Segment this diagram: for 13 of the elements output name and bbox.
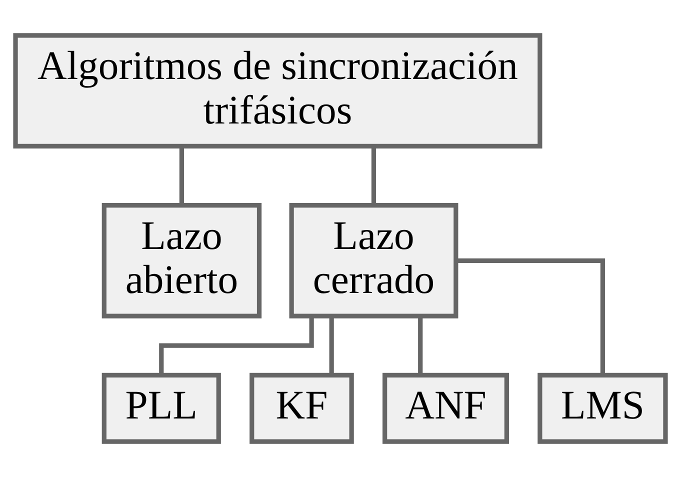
connector xyxy=(159,316,314,375)
node-box: Lazo cerrado xyxy=(289,202,458,318)
connector xyxy=(456,258,605,375)
node-box: Algoritmos de sincronización trifásicos xyxy=(13,33,542,148)
node-box: Lazo abierto xyxy=(102,202,262,318)
connector xyxy=(179,146,184,205)
node-box: ANF xyxy=(382,372,509,444)
connector xyxy=(329,316,334,375)
connector xyxy=(371,146,376,205)
node-box: KF xyxy=(250,372,354,444)
node-box: LMS xyxy=(538,372,668,444)
connector xyxy=(418,316,423,375)
node-box: PLL xyxy=(102,372,221,444)
